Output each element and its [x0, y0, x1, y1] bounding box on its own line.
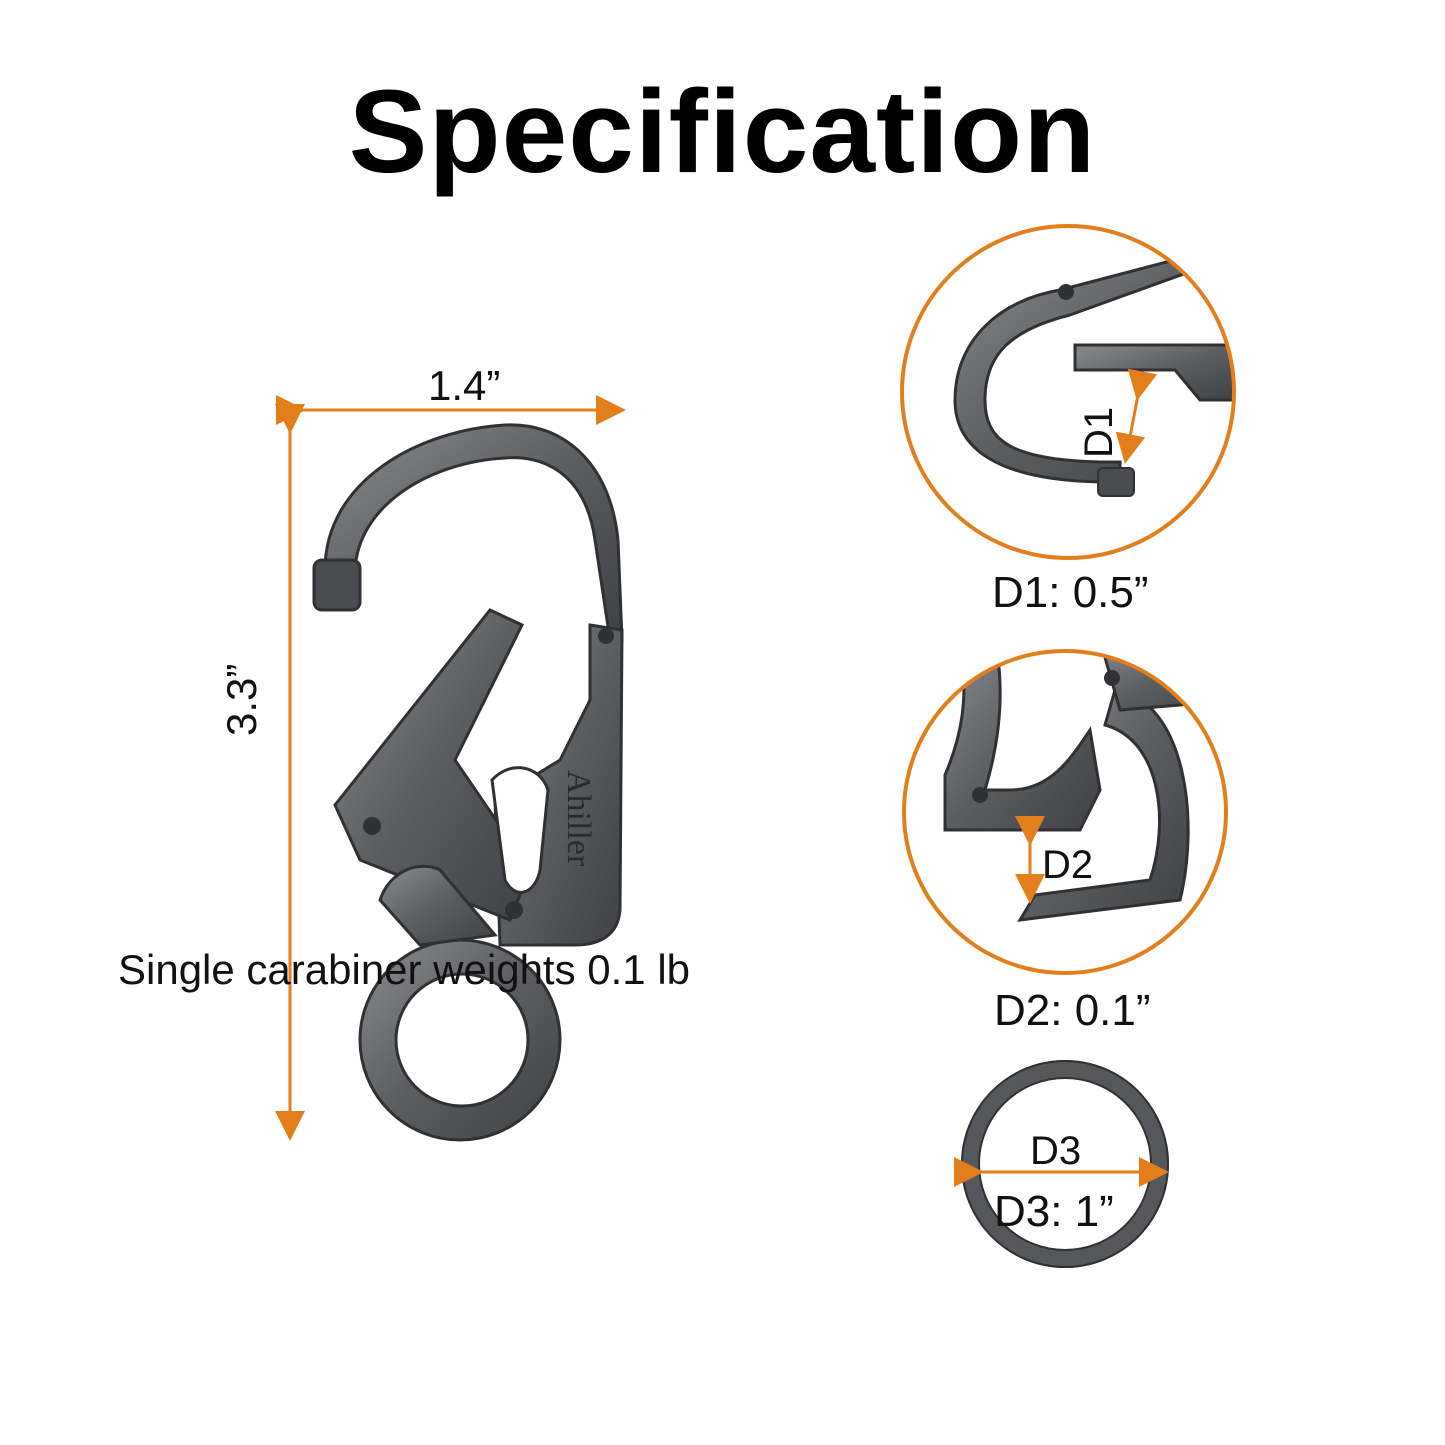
d3-caption: D3: 1” [994, 1187, 1114, 1236]
width-label: 1.4” [428, 362, 501, 409]
d2-tag: D2 [1042, 843, 1093, 887]
detail-d3: D3 [954, 1060, 1169, 1268]
carabiner-image: Ahiller [312, 423, 624, 1142]
detail-d2: D2 [902, 649, 1228, 975]
height-label: 3.3” [218, 663, 265, 736]
weight-note: Single carabiner weights 0.1 lb [118, 946, 691, 993]
d1-arrow [1115, 368, 1158, 464]
d2-caption: D2: 0.1” [994, 986, 1151, 1035]
page-title: Specification [348, 66, 1097, 198]
d1-tag: D1 [1077, 407, 1121, 458]
d1-caption: D1: 0.5” [992, 568, 1149, 617]
d3-tag: D3 [1030, 1129, 1081, 1173]
detail-d1: D1 [900, 224, 1236, 560]
brand-engraving: Ahiller [560, 770, 597, 867]
